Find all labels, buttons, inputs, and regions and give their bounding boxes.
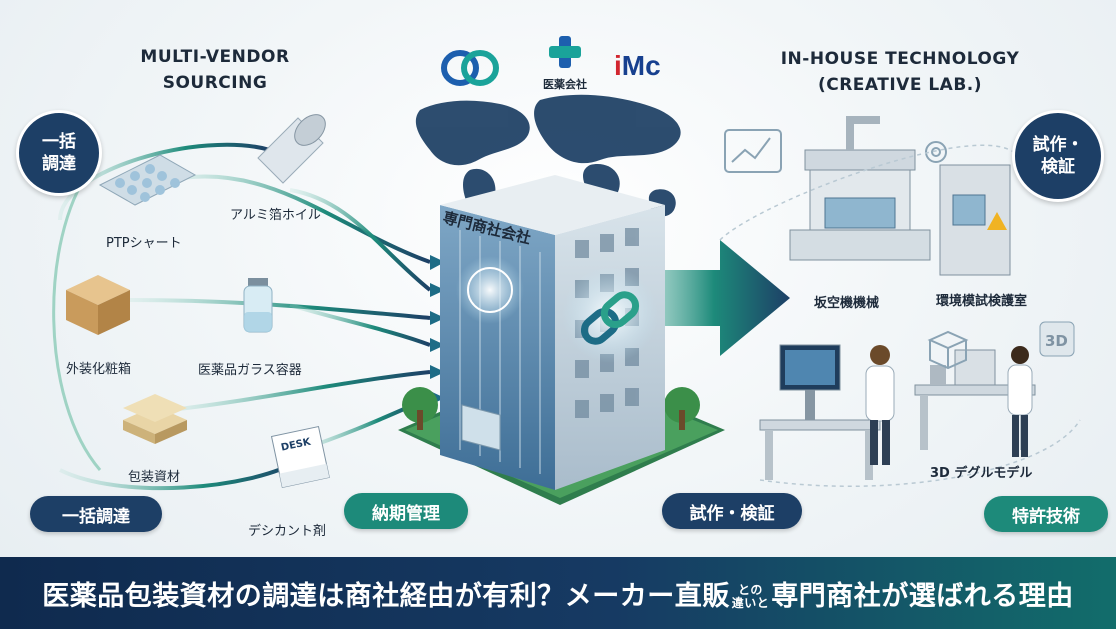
patent-technology-pill: 特許技術 bbox=[984, 496, 1108, 532]
ptp-sheet-icon bbox=[98, 154, 197, 206]
aluminum-foil-label: アルミ箔ホイル bbox=[230, 208, 321, 223]
pharma-company-logo: 医薬会社 bbox=[535, 34, 595, 91]
ptp-sheet-label: PTPシャート bbox=[106, 236, 182, 251]
title-banner: 医薬品包装資材の調達は商社経由が有利？メーカー直販との違いと専門商社が選ばれる理… bbox=[0, 557, 1116, 629]
desiccant-pack-icon bbox=[270, 425, 330, 488]
inbound-flow-arrows bbox=[58, 142, 432, 491]
imc-logo: iMc bbox=[614, 50, 661, 82]
scientist-figure-icon bbox=[865, 345, 895, 465]
rings-logo-icon bbox=[441, 50, 499, 86]
banner-small-bottom: 違いと bbox=[731, 596, 770, 610]
env-chamber-label: 環境模試検護室 bbox=[936, 294, 1028, 309]
banner-small-text: との違いと bbox=[732, 584, 770, 610]
outer-carton-label: 外装化粧箱 bbox=[66, 362, 132, 377]
imc-logo-i: i bbox=[614, 50, 622, 81]
prototype-verification-circle-badge: 試作・ 検証 bbox=[1012, 110, 1104, 202]
vacuum-machine-label: 坂空機機械 bbox=[814, 296, 880, 311]
3d-badge-box bbox=[1039, 321, 1075, 357]
glass-container-label: 医薬品ガラス容器 bbox=[198, 363, 302, 378]
banner-small-top: との bbox=[738, 583, 763, 597]
packaging-materials-label: 包装資材 bbox=[128, 470, 181, 485]
right-badge-line2: 検証 bbox=[1041, 157, 1075, 177]
gear-icon bbox=[925, 141, 947, 163]
delivery-management-pill: 納期管理 bbox=[344, 493, 468, 529]
banner-title: 医薬品包装資材の調達は商社経由が有利？メーカー直販との違いと専門商社が選ばれる理… bbox=[42, 574, 1074, 613]
environmental-test-chamber-icon bbox=[939, 164, 1011, 276]
in-house-technology-heading: IN-HOUSE TECHNOLOGY (CREATIVE LAB.) bbox=[740, 46, 1060, 98]
world-map-icon bbox=[415, 94, 681, 217]
banner-title-part1: 医薬品包装資材の調達は商社経由が有利？メーカー直販 bbox=[42, 580, 730, 612]
bulk-procurement-pill: 一括調達 bbox=[30, 496, 162, 532]
3d-badge-text: 3D bbox=[1045, 332, 1068, 350]
trading-company-building bbox=[440, 175, 665, 490]
lab-chart-icon bbox=[724, 129, 782, 173]
left-badge-line2: 調達 bbox=[42, 154, 76, 174]
multi-vendor-sourcing-heading: MULTI-VENDOR SOURCING bbox=[105, 44, 325, 96]
cube-3d-icon bbox=[927, 330, 969, 370]
bulk-procurement-circle-badge: 一括 調達 bbox=[16, 110, 102, 196]
outbound-big-arrow bbox=[600, 240, 790, 356]
pharma-logo-caption: 医薬会社 bbox=[543, 78, 587, 91]
heading-right-line2: (CREATIVE LAB.) bbox=[817, 75, 983, 95]
banner-title-part2: 専門商社が選ばれる理由 bbox=[771, 580, 1074, 612]
outer-carton-box-icon bbox=[66, 275, 130, 335]
glass-vial-icon bbox=[243, 278, 273, 333]
desiccant-label: デシカント剤 bbox=[248, 524, 327, 539]
diagram-artwork: 専門商社会社 DESK 3D bbox=[52, 94, 1081, 505]
aluminum-foil-roll-icon bbox=[257, 114, 326, 184]
imc-logo-mc: Mc bbox=[621, 50, 661, 81]
lab-desk-computer-icon bbox=[759, 344, 881, 480]
3d-modeling-label: 3D デグルモデル bbox=[930, 466, 1033, 481]
packaging-materials-icon bbox=[123, 394, 187, 444]
heading-left-line2: SOURCING bbox=[162, 73, 268, 93]
vacuum-forming-machine-icon bbox=[789, 116, 931, 261]
chain-link-icon bbox=[580, 291, 640, 345]
heading-left-line1: MULTI-VENDOR bbox=[140, 47, 290, 67]
scientist-woman-icon bbox=[1007, 346, 1033, 457]
heading-right-line1: IN-HOUSE TECHNOLOGY bbox=[780, 49, 1020, 69]
left-badge-line1: 一括 bbox=[42, 132, 76, 152]
prototype-verification-pill: 試作・検証 bbox=[662, 493, 802, 529]
right-badge-line1: 試作・ bbox=[1032, 135, 1084, 155]
pharma-cross-logo-icon bbox=[549, 36, 581, 68]
